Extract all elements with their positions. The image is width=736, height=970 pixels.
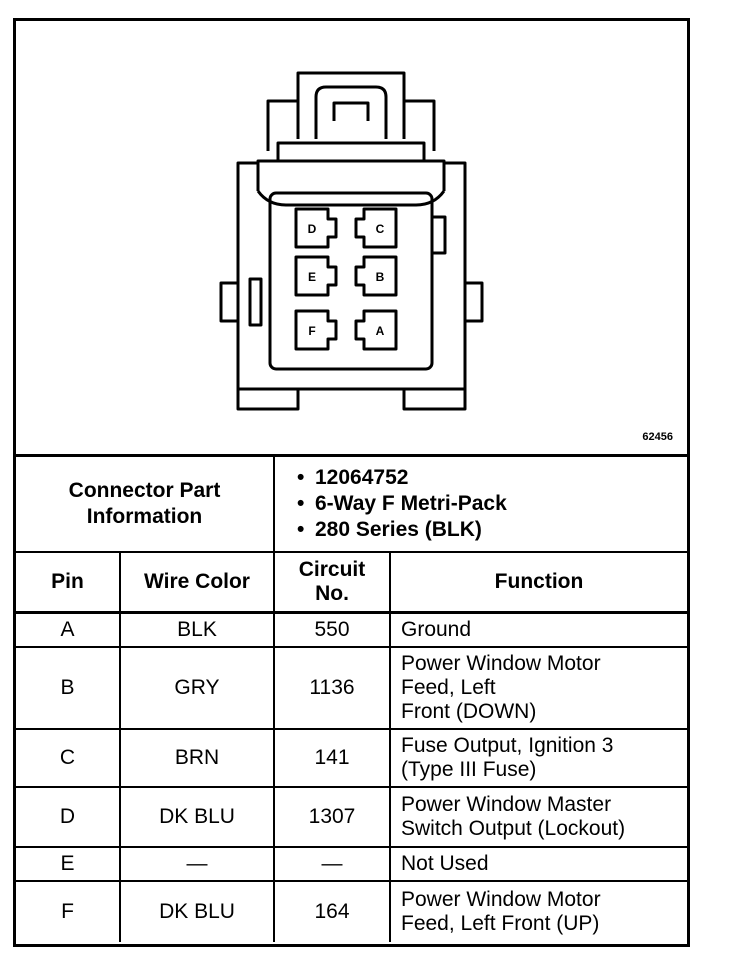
circuit-cell: 550 (273, 611, 391, 648)
table-row: E——Not Used (16, 846, 687, 882)
circuit-cell: 141 (273, 728, 391, 788)
connector-pinout-table: Connector Part Information 12064752 6-Wa… (16, 454, 687, 942)
header-function: Function (389, 551, 687, 614)
wire-color-cell: BLK (119, 611, 275, 648)
pin-cavity-b (354, 255, 398, 297)
connector-shroud (256, 159, 446, 191)
connector-face-svg: D C E B F A (219, 71, 484, 411)
pin-cell: C (16, 728, 121, 788)
circuit-cell: — (273, 846, 391, 882)
pin-cell: B (16, 646, 121, 730)
pin-label-d: D (308, 222, 317, 236)
pin-cell: D (16, 786, 121, 848)
pin-cavity-a (354, 309, 398, 351)
figure-number: 62456 (642, 431, 673, 443)
table-header-row: Pin Wire Color Circuit No. Function (16, 551, 687, 614)
connector-latch (296, 71, 406, 139)
header-circuit: Circuit No. (273, 551, 391, 614)
part-info-values: 12064752 6-Way F Metri-Pack 280 Series (… (273, 454, 687, 553)
pin-label-e: E (308, 270, 316, 284)
pin-cell: F (16, 880, 121, 942)
wire-color-cell: GRY (119, 646, 275, 730)
circuit-cell: 164 (273, 880, 391, 942)
header-pin: Pin (16, 551, 121, 614)
pin-cavity-e (294, 255, 338, 297)
pin-cavity-c (354, 207, 398, 249)
diagram-frame: D C E B F A 62456 Connector Part Informa… (13, 18, 690, 947)
part-number: 12064752 (297, 465, 677, 491)
circuit-cell: 1136 (273, 646, 391, 730)
part-info-row: Connector Part Information 12064752 6-Wa… (16, 454, 687, 553)
wire-color-cell: — (119, 846, 275, 882)
function-cell: Fuse Output, Ignition 3(Type III Fuse) (389, 728, 687, 788)
connector-body (236, 161, 258, 389)
circuit-cell: 1307 (273, 786, 391, 848)
function-cell: Ground (389, 611, 687, 648)
connector-drawing: D C E B F A 62456 (16, 21, 687, 454)
pin-cavity-d (294, 207, 338, 249)
pin-label-a: A (376, 324, 385, 338)
connector-series: 280 Series (BLK) (297, 517, 677, 543)
part-info-label: Connector Part Information (16, 454, 275, 553)
pin-label-b: B (376, 270, 385, 284)
pin-label-c: C (376, 222, 385, 236)
function-cell: Not Used (389, 846, 687, 882)
wire-color-cell: DK BLU (119, 880, 275, 942)
pin-cavity-f (294, 309, 338, 351)
wire-color-cell: BRN (119, 728, 275, 788)
header-wire-color: Wire Color (119, 551, 275, 614)
connector-type: 6-Way F Metri-Pack (297, 491, 677, 517)
pin-cell: E (16, 846, 121, 882)
pin-cell: A (16, 611, 121, 648)
pin-label-f: F (308, 324, 315, 338)
wire-color-cell: DK BLU (119, 786, 275, 848)
